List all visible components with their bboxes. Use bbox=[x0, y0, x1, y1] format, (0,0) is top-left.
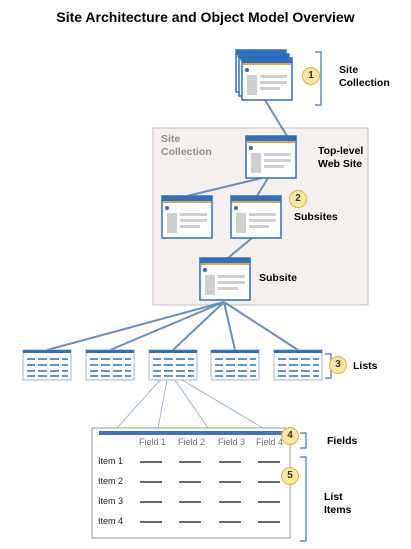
connector-lines bbox=[46, 99, 299, 351]
list-items-label-line2: Items bbox=[324, 504, 352, 516]
site-collection-label-line2: Collection bbox=[339, 77, 390, 89]
list-items-label: List Items bbox=[324, 491, 351, 517]
site-collection-stack-icon bbox=[235, 49, 293, 101]
item-label-2: Item 2 bbox=[98, 476, 124, 486]
fields-label: Fields bbox=[327, 435, 358, 447]
site-collection-panel-label: Site Collection bbox=[161, 133, 212, 159]
subsite-icon-right bbox=[230, 195, 282, 239]
list-icon-1 bbox=[22, 349, 72, 381]
item-label-4: Item 4 bbox=[98, 516, 124, 526]
field-label-2: Field 2 bbox=[178, 437, 206, 447]
top-level-site-label: Top-level Web Site bbox=[318, 145, 363, 171]
field-label-3: Field 3 bbox=[218, 437, 246, 447]
field-label-1: Field 1 bbox=[139, 437, 167, 447]
list-icon-5 bbox=[273, 349, 323, 381]
top-level-label-line1: Top-level bbox=[318, 145, 364, 157]
panel-label-line2: Collection bbox=[161, 146, 212, 158]
list-icon-3 bbox=[148, 349, 198, 381]
subsite-icon-child bbox=[199, 257, 251, 301]
list-icon-2 bbox=[85, 349, 135, 381]
list-header-bar bbox=[99, 431, 283, 435]
callout-badge-4: 4 bbox=[281, 427, 299, 445]
list-item-cells bbox=[140, 461, 280, 523]
field-label-4: Field 4 bbox=[256, 437, 284, 447]
site-collection-label-line1: Site bbox=[339, 64, 359, 76]
diagram-title: Site Architecture and Object Model Overv… bbox=[56, 9, 355, 25]
site-collection-label: Site Collection bbox=[339, 64, 390, 90]
list-icon-4 bbox=[210, 349, 260, 381]
list-items-label-line1: List bbox=[324, 491, 343, 503]
lists-label: Lists bbox=[353, 360, 378, 372]
field-connector-lines bbox=[116, 379, 264, 429]
item-label-1: Item 1 bbox=[98, 456, 124, 466]
list-detail-box bbox=[91, 427, 291, 539]
panel-label-line1: Site bbox=[161, 133, 181, 145]
subsite-label: Subsite bbox=[259, 272, 297, 284]
item-label-3: Item 3 bbox=[98, 496, 124, 506]
subsite-icon-left bbox=[161, 195, 213, 239]
callout-badge-1: 1 bbox=[302, 67, 320, 85]
callout-badge-3: 3 bbox=[329, 356, 347, 374]
top-level-site-icon bbox=[245, 135, 297, 179]
top-level-label-line2: Web Site bbox=[318, 158, 363, 170]
callout-badge-2: 2 bbox=[289, 190, 307, 208]
callout-badge-5: 5 bbox=[281, 467, 299, 485]
subsites-label: Subsites bbox=[294, 211, 338, 223]
